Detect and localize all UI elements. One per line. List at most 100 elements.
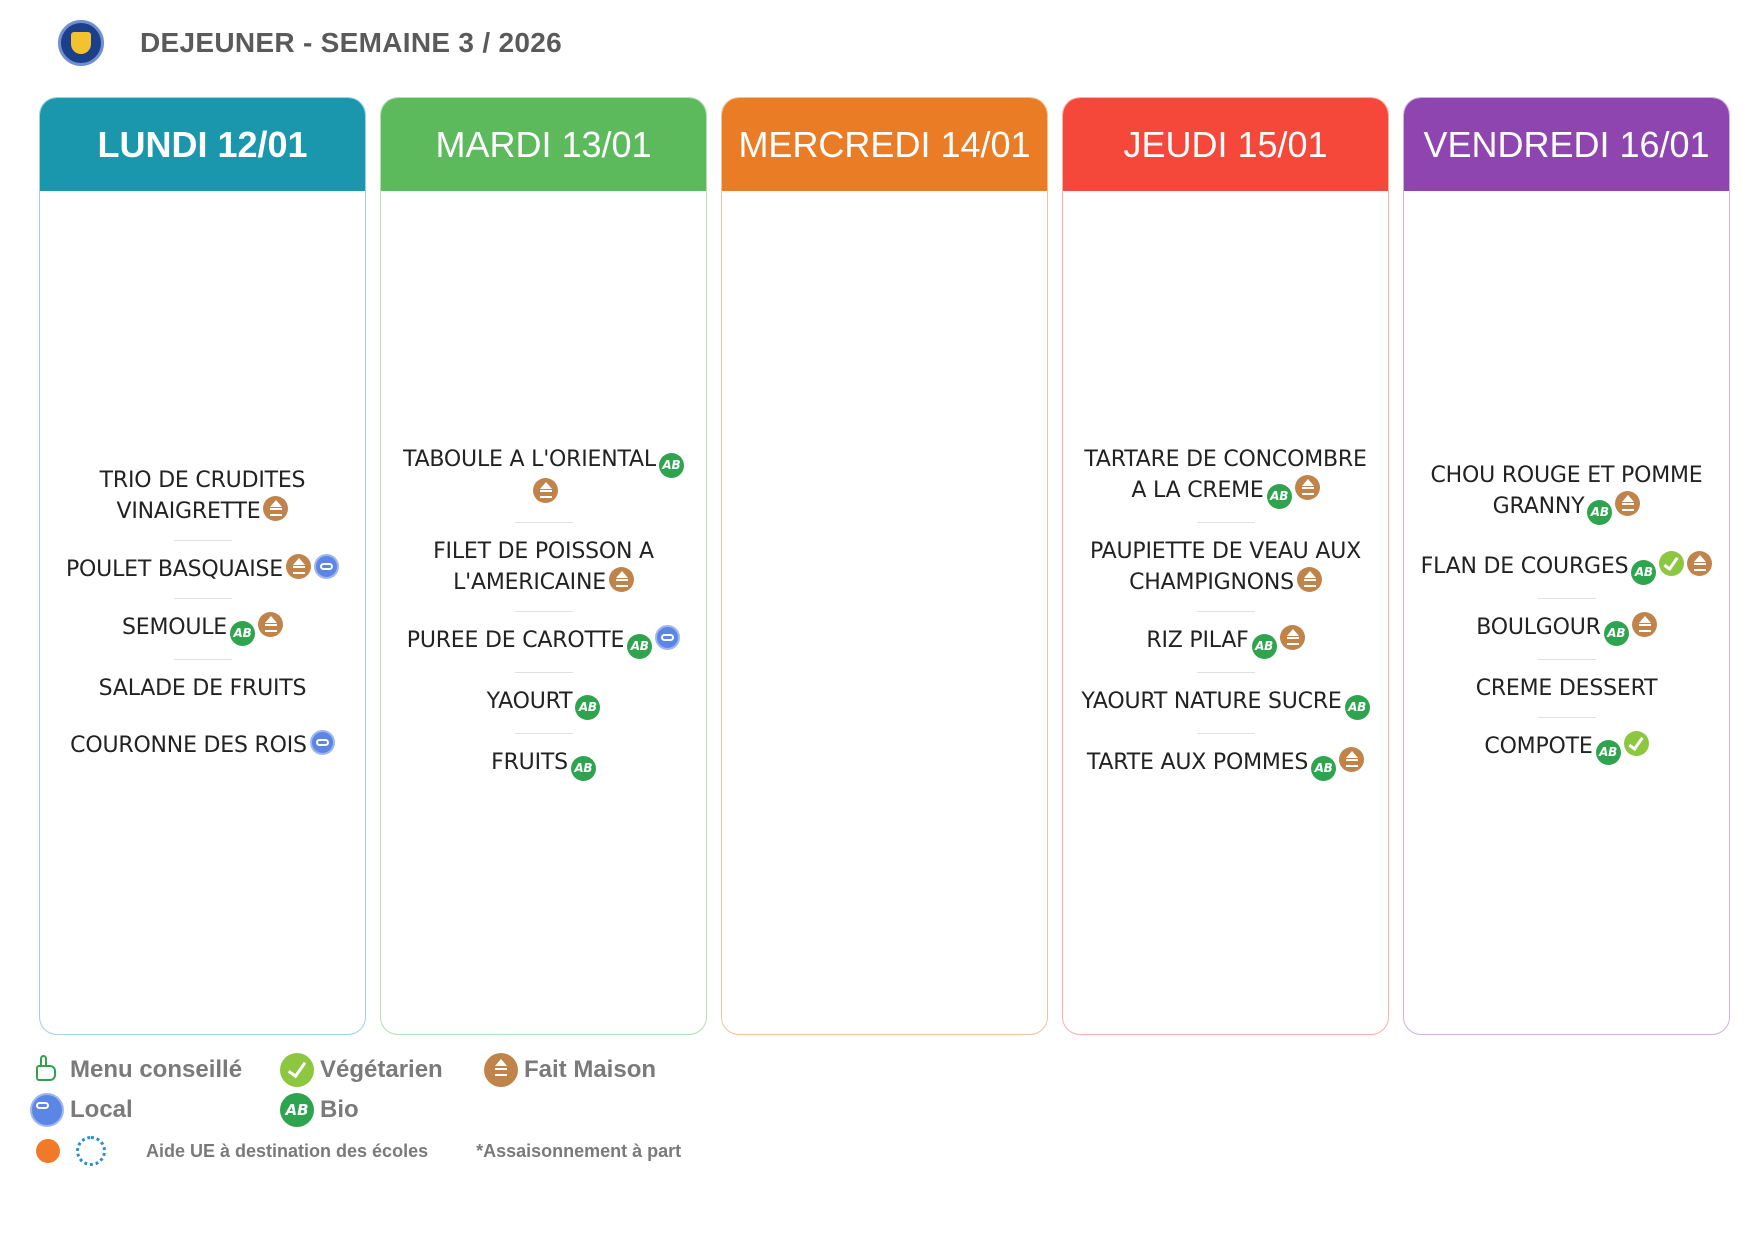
dish-name: RIZ PILAF (1146, 628, 1249, 653)
legend: Menu conseillé Végétarien Fait Maison Lo… (30, 1050, 681, 1166)
page-header: DEJEUNER - SEMAINE 3 / 2026 (58, 14, 562, 72)
dish-separator (1196, 672, 1255, 673)
vegetarian-icon (280, 1053, 314, 1087)
day-menu: TRIO DE CRUDITES VINAIGRETTE POULET BASQU… (40, 191, 365, 1034)
dish-separator (1537, 598, 1596, 599)
dish-name: COURONNE DES ROIS (70, 732, 307, 758)
organic-icon: AB (627, 634, 653, 659)
eu-milk-scheme-icon (76, 1136, 106, 1166)
dish-name: CHOU ROUGE ET POMME GRANNY (1430, 463, 1703, 519)
dish-name: CREME DESSERT (1475, 676, 1658, 701)
dish-separator (173, 597, 232, 599)
dish-name: TARTE AUX POMMES (1086, 750, 1309, 775)
dish-name: FLAN DE COURGES (1420, 554, 1629, 579)
organic-icon: AB (1251, 634, 1277, 659)
dish-name: BOULGOUR (1476, 615, 1601, 640)
organic-icon: AB (280, 1093, 314, 1127)
organic-icon: AB (1595, 740, 1621, 765)
dish-name: TARTARE DE CONCOMBRE A LA CREME (1084, 447, 1367, 503)
organic-icon: AB (570, 756, 596, 781)
organic-icon: AB (1266, 484, 1292, 509)
dish-separator (514, 522, 573, 523)
dish-item: SALADE DE FRUITS (99, 673, 307, 704)
dish-separator (1196, 733, 1255, 734)
dish-separator (1537, 659, 1596, 660)
day-header: LUNDI 12/01 (40, 98, 365, 191)
dish-separator (514, 611, 573, 612)
dish-name: PUREE DE CAROTTE (406, 628, 625, 653)
organic-icon: AB (1344, 695, 1370, 720)
dish-separator (173, 539, 232, 541)
legend-vegetarien: Végétarien (280, 1053, 484, 1087)
homemade-icon (484, 1053, 518, 1087)
legend-bio: AB Bio (280, 1093, 359, 1127)
dish-name: COMPOTE (1484, 734, 1593, 759)
dish-item: COURONNE DES ROIS (70, 729, 335, 761)
vegetarian-icon (1623, 731, 1649, 756)
eu-fruit-scheme-icon (36, 1139, 60, 1163)
day-header: MARDI 13/01 (381, 98, 706, 191)
dish-name: FRUITS (491, 750, 568, 775)
dish-name: PAUPIETTE DE VEAU AUX CHAMPIGNONS (1089, 539, 1361, 595)
local-icon (309, 729, 335, 755)
day-header: MERCREDI 14/01 (722, 98, 1047, 191)
seasoning-note: *Assaisonnement à part (476, 1140, 682, 1161)
homemade-icon (532, 478, 558, 503)
homemade-icon (1339, 747, 1365, 772)
day-menu (722, 191, 1047, 1034)
dish-name: FILET DE POISSON A L'AMERICAINE (433, 539, 654, 595)
dish-name: YAOURT NATURE SUCRE (1081, 689, 1342, 714)
legend-local: Local (30, 1093, 280, 1127)
day-header: VENDREDI 16/01 (1404, 98, 1729, 191)
eu-aid-note: Aide UE à destination des écoles (146, 1140, 429, 1161)
organic-icon: AB (230, 620, 256, 646)
organic-icon: AB (1587, 500, 1613, 525)
thumbs-up-icon (30, 1053, 64, 1087)
homemade-icon (258, 611, 284, 637)
dish-separator (514, 672, 573, 673)
organic-icon: AB (575, 695, 601, 720)
dish-name: TRIO DE CRUDITES VINAIGRETTE (99, 467, 306, 524)
dish-separator (173, 658, 232, 660)
dish-separator (1196, 522, 1255, 523)
dish-item: POULET BASQUAISE (65, 553, 339, 585)
dish-item: PAUPIETTE DE VEAU AUX CHAMPIGNONS (1077, 536, 1374, 598)
dish-separator (1196, 611, 1255, 612)
dish-name: TABOULE A L'ORIENTAL (403, 447, 656, 472)
dish-separator (514, 733, 573, 734)
local-icon (314, 553, 339, 579)
dish-name: YAOURT (486, 689, 573, 714)
day-column: MERCREDI 14/01 (721, 97, 1048, 1035)
dish-separator (1537, 717, 1596, 718)
local-icon (30, 1093, 64, 1127)
homemade-icon (263, 495, 289, 521)
legend-footer: Aide UE à destination des écoles *Assais… (30, 1136, 681, 1166)
homemade-icon (1296, 567, 1322, 592)
homemade-icon (1631, 612, 1657, 637)
vegetarian-icon (1659, 551, 1685, 576)
homemade-icon (1687, 551, 1713, 576)
organic-icon: AB (1603, 621, 1629, 646)
homemade-icon (1615, 491, 1641, 516)
dish-name: SALADE DE FRUITS (98, 675, 307, 701)
dish-name: POULET BASQUAISE (65, 556, 283, 582)
legend-fait-maison: Fait Maison (484, 1053, 656, 1087)
